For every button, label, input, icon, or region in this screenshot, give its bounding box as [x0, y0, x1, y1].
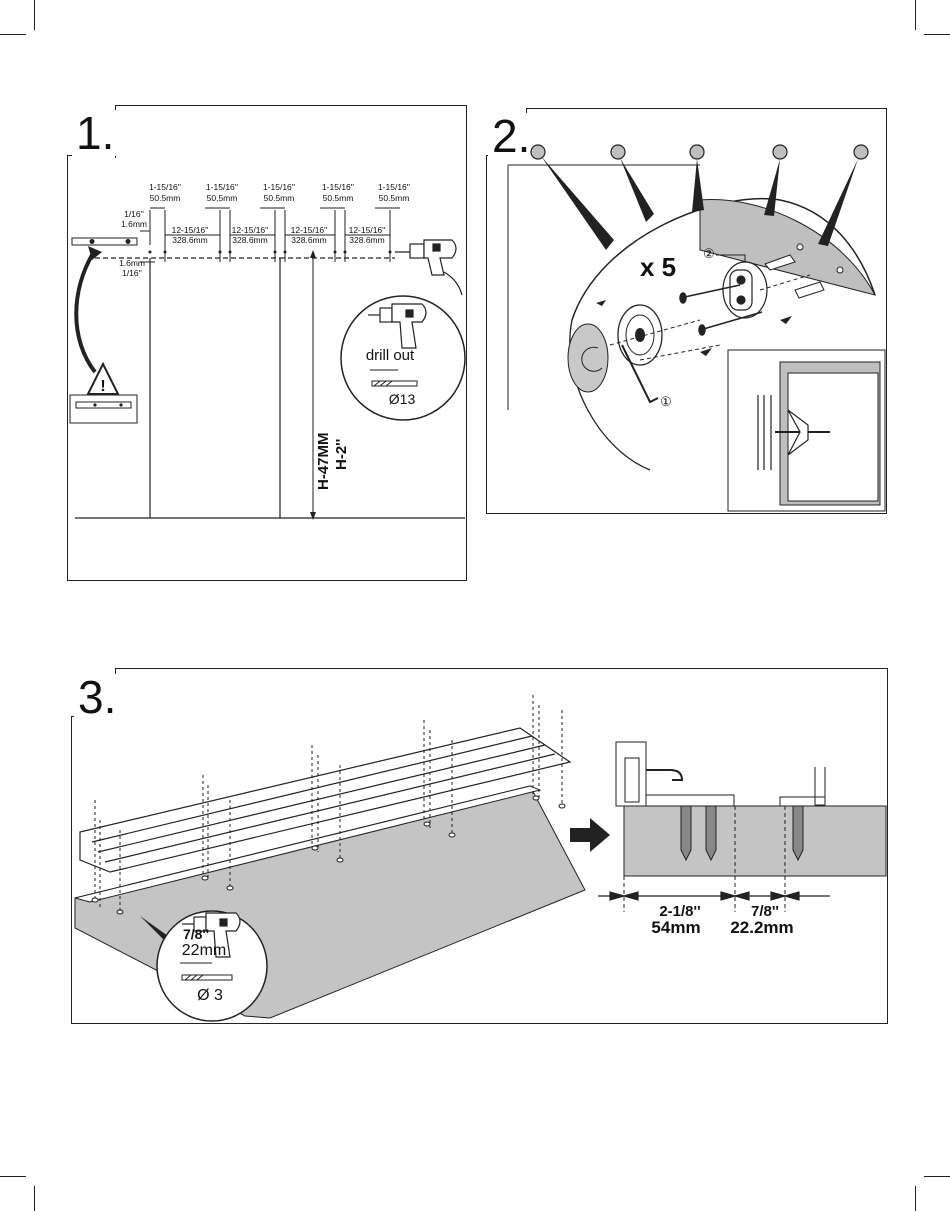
drill-depth-inch: 7/8'': [183, 926, 209, 942]
dim-a-mm: 54mm: [651, 918, 700, 937]
drill-diameter-step3: Ø 3: [197, 987, 223, 1004]
drill-depth-mm: 22mm: [182, 942, 226, 959]
cross-section-board: [624, 806, 886, 876]
dim-b-mm: 22.2mm: [730, 918, 793, 937]
arrow-right-icon: [570, 818, 610, 852]
